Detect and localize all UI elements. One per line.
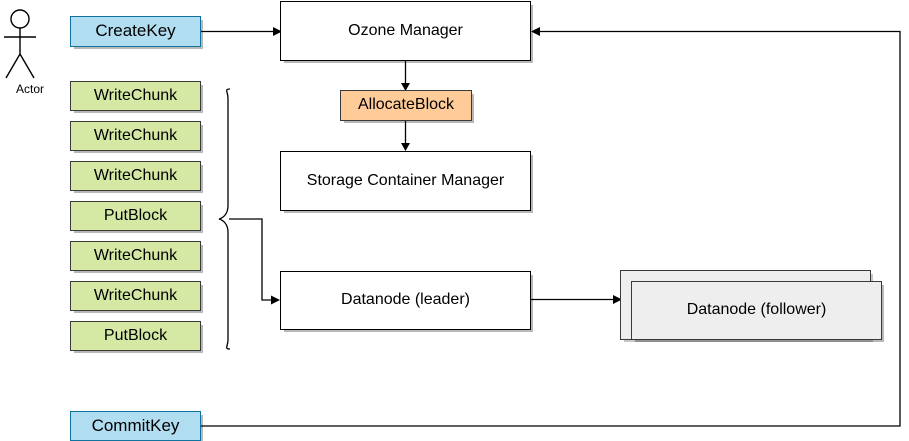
edge-datanode-leader-to-follower [531,295,622,304]
storage-container-manager-node[interactable]: Storage Container Manager [280,151,531,211]
writechunk-node-3[interactable]: WriteChunk [70,161,201,191]
operation-group-brace [218,86,238,352]
commitkey-node[interactable]: CommitKey [70,411,201,441]
putblock-node-1[interactable]: PutBlock [70,201,201,231]
allocateblock-node[interactable]: AllocateBlock [340,90,472,121]
datanode-leader-node[interactable]: Datanode (leader) [280,271,531,330]
edge-allocateblock-to-scm [401,121,410,151]
actor-label: Actor [15,82,44,96]
edge-createkey-to-ozone-manager [201,27,282,36]
ozone-manager-node[interactable]: Ozone Manager [280,1,531,61]
edge-ozone-manager-to-allocateblock [401,61,410,91]
createkey-node[interactable]: CreateKey [70,16,201,47]
writechunk-node-5[interactable]: WriteChunk [70,281,201,311]
edge-commitkey-to-ozone-manager [201,27,901,427]
writechunk-node-2[interactable]: WriteChunk [70,121,201,151]
writechunk-node-4[interactable]: WriteChunk [70,241,201,271]
actor-figure [2,6,54,80]
putblock-node-2[interactable]: PutBlock [70,321,201,351]
writechunk-node-1[interactable]: WriteChunk [70,81,201,111]
datanode-follower-node[interactable]: Datanode (follower) [631,281,882,340]
stick-figure-icon [4,9,36,79]
